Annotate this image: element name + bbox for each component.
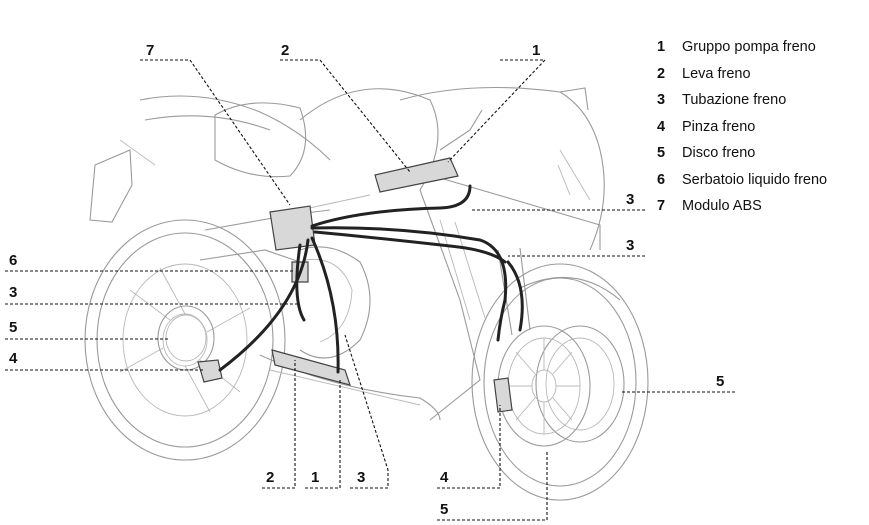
legend: 1 Gruppo pompa freno 2 Leva freno 3 Tuba… [657, 34, 869, 220]
callout-bottom-1: 1 [311, 469, 319, 486]
callout-right-5: 5 [716, 373, 724, 390]
legend-item: 5 Disco freno [657, 140, 869, 167]
legend-number: 3 [657, 92, 682, 108]
callout-bottom-2: 2 [266, 469, 274, 486]
legend-label: Leva freno [682, 66, 751, 82]
legend-number: 1 [657, 39, 682, 55]
callout-left-3: 3 [9, 284, 17, 301]
legend-item: 3 Tubazione freno [657, 87, 869, 114]
legend-item: 6 Serbatoio liquido freno [657, 167, 869, 194]
callout-bottom-4: 4 [440, 469, 449, 486]
callout-right-3a: 3 [626, 191, 634, 208]
legend-label: Disco freno [682, 145, 755, 161]
front-master-cylinder [375, 158, 458, 192]
legend-label: Tubazione freno [682, 92, 786, 108]
legend-number: 4 [657, 119, 682, 135]
legend-item: 7 Modulo ABS [657, 193, 869, 220]
legend-label: Modulo ABS [682, 198, 762, 214]
legend-number: 6 [657, 172, 682, 188]
legend-number: 2 [657, 66, 682, 82]
callout-left-5: 5 [9, 319, 17, 336]
leader-lines [5, 60, 735, 520]
rear-brake-disc [158, 306, 214, 370]
motorcycle-illustration [85, 88, 648, 501]
callout-left-6: 6 [9, 252, 17, 269]
legend-label: Gruppo pompa freno [682, 39, 816, 55]
callout-bottom-5: 5 [440, 501, 448, 518]
callout-top-7: 7 [146, 42, 154, 59]
legend-label: Serbatoio liquido freno [682, 172, 827, 188]
front-caliper [494, 378, 512, 412]
callout-right-3b: 3 [626, 237, 634, 254]
legend-number: 5 [657, 145, 682, 161]
legend-item: 1 Gruppo pompa freno [657, 34, 869, 61]
legend-label: Pinza freno [682, 119, 755, 135]
legend-number: 7 [657, 198, 682, 214]
rear-caliper [198, 360, 222, 382]
callout-top-1: 1 [532, 42, 540, 59]
callout-top-2: 2 [281, 42, 289, 59]
legend-item: 4 Pinza freno [657, 114, 869, 141]
callout-bottom-3: 3 [357, 469, 365, 486]
legend-item: 2 Leva freno [657, 61, 869, 88]
callout-left-4: 4 [9, 350, 18, 367]
front-brake-discs [498, 326, 624, 446]
